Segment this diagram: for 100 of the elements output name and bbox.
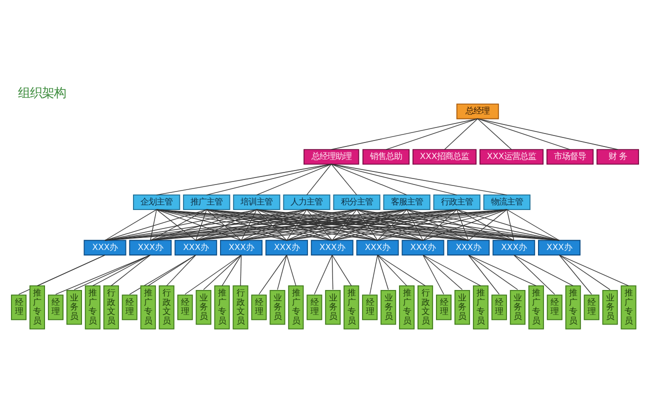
node-box: 培训主管 — [233, 194, 280, 210]
connector — [406, 208, 560, 240]
connector — [206, 208, 288, 240]
node-box: XXX办 — [538, 239, 580, 255]
connector — [166, 254, 196, 286]
connector — [286, 208, 458, 240]
connector — [148, 254, 196, 286]
node-box: 推广专员 — [472, 284, 488, 329]
connector — [306, 163, 332, 195]
connector — [286, 254, 296, 286]
connector — [240, 208, 308, 240]
connector — [256, 208, 332, 240]
connector — [206, 208, 378, 240]
connector — [222, 254, 242, 286]
connector — [331, 163, 508, 195]
connector — [377, 254, 408, 286]
node-box: 积分主管 — [333, 194, 380, 210]
connector — [36, 254, 106, 286]
connector — [558, 254, 592, 294]
connector — [286, 208, 358, 240]
connector — [477, 118, 570, 150]
node-box: XXX办 — [265, 239, 308, 255]
connector — [110, 254, 151, 286]
connector — [444, 118, 478, 150]
connector — [92, 254, 151, 286]
connector — [422, 254, 463, 290]
connector — [104, 208, 207, 240]
connector — [406, 208, 514, 240]
connector — [156, 208, 242, 240]
connector — [74, 254, 151, 290]
node-box: XXX运营总监 — [479, 148, 544, 164]
node-box: 业务员 — [380, 289, 396, 324]
node-box: 经理 — [362, 294, 378, 320]
connector — [356, 208, 514, 240]
node-box: 人力主管 — [283, 194, 330, 210]
node-box: 经理 — [251, 294, 267, 320]
connector — [150, 208, 258, 240]
node-box: 推广专员 — [344, 284, 360, 329]
node-box: 总经理助理 — [304, 148, 360, 164]
node-box: 业务员 — [602, 289, 618, 324]
connector — [477, 118, 512, 150]
node-box: 推广专员 — [620, 284, 636, 329]
node-box: 总经理 — [456, 103, 499, 119]
connector — [332, 254, 352, 286]
connector — [456, 208, 514, 240]
node-box: 经理 — [491, 294, 507, 320]
node-box: 推广专员 — [29, 284, 46, 329]
node-box: XXX办 — [220, 239, 263, 255]
connector — [331, 163, 408, 195]
node-box: XXX招商总监 — [412, 148, 477, 164]
node-box: 经理 — [48, 294, 64, 320]
connector — [150, 208, 207, 240]
node-box: 推广专员 — [84, 284, 100, 329]
connector — [306, 208, 332, 240]
node-box: 业务员 — [270, 289, 286, 324]
node-box: 经理 — [177, 294, 193, 320]
connector — [513, 254, 574, 286]
connector — [468, 254, 536, 286]
connector — [286, 208, 308, 240]
connector — [406, 208, 424, 240]
connector — [156, 208, 288, 240]
node-box: XXX办 — [84, 239, 126, 255]
node-box: 业务员 — [325, 289, 341, 324]
connector — [356, 208, 378, 240]
node-box: 推广专员 — [528, 284, 544, 329]
node-box: 物流主管 — [483, 194, 530, 210]
node-box: XXX办 — [492, 239, 536, 255]
connector — [104, 208, 358, 240]
connector — [129, 254, 196, 294]
connector — [240, 254, 242, 286]
connector — [477, 118, 618, 150]
connector — [558, 254, 629, 286]
connector — [314, 254, 332, 294]
connector — [258, 254, 288, 294]
node-box: 业务员 — [66, 289, 82, 324]
connector — [256, 208, 424, 240]
node-box: 经理 — [546, 294, 562, 320]
connector — [468, 254, 500, 294]
connector — [184, 254, 242, 294]
connector — [513, 254, 555, 294]
connector — [332, 208, 358, 240]
node-box: 客服主管 — [383, 194, 430, 210]
connector — [150, 208, 308, 240]
connector — [104, 208, 157, 240]
connector — [370, 254, 378, 294]
connector — [286, 208, 408, 240]
connector — [196, 208, 207, 240]
node-box: XXX办 — [174, 239, 218, 255]
node-box: 推广专员 — [214, 284, 230, 329]
connector — [422, 254, 444, 294]
connector — [256, 208, 288, 240]
node-box: 经理 — [436, 294, 452, 320]
node-box: 销售总助 — [362, 148, 410, 164]
connector — [456, 208, 469, 240]
node-box: 经理 — [584, 294, 600, 320]
connector — [196, 208, 358, 240]
node-box: 经理 — [306, 294, 322, 320]
connector — [331, 163, 358, 195]
connector — [306, 208, 424, 240]
connector — [156, 208, 196, 240]
